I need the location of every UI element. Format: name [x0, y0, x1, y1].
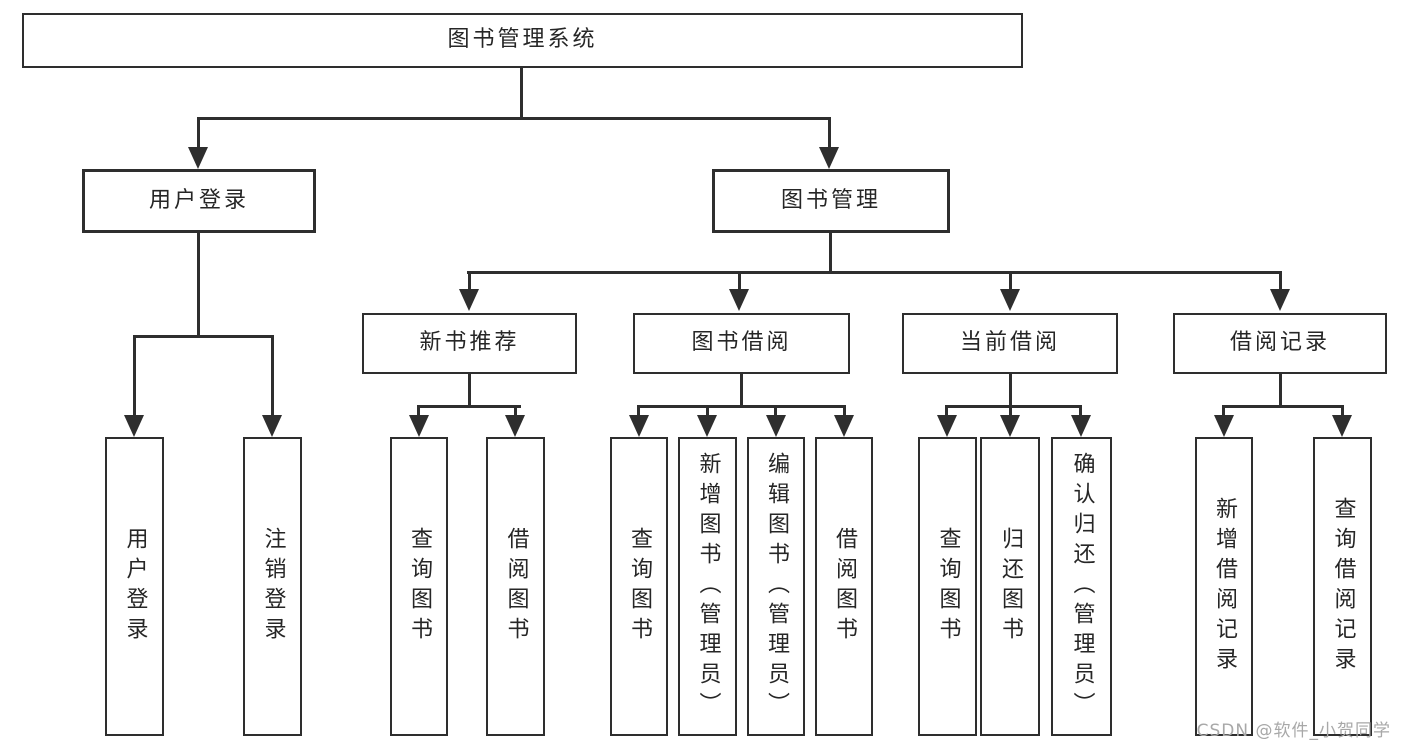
node-label: 归还图书	[998, 526, 1023, 647]
connector-segment	[843, 405, 846, 417]
arrow-down-icon	[1332, 415, 1352, 437]
arrow-down-icon	[1071, 415, 1091, 437]
node-label: 图书管理系统	[447, 27, 598, 53]
connector-segment	[197, 117, 200, 150]
node-edit-book-admin: 编辑图书（管理员）	[747, 437, 805, 736]
node-user-login-leaf: 用户登录	[105, 437, 164, 736]
connector-segment	[829, 233, 832, 274]
arrow-down-icon	[834, 415, 854, 437]
connector-segment	[1079, 405, 1082, 417]
arrow-down-icon	[459, 289, 479, 311]
connector-segment	[1009, 405, 1012, 417]
connector-segment	[637, 405, 640, 417]
node-label: 查询借阅记录	[1330, 496, 1356, 677]
connector-segment	[1222, 405, 1225, 417]
arrow-down-icon	[124, 415, 144, 437]
arrow-down-icon	[697, 415, 717, 437]
node-borrow-books-borrowing: 借阅图书	[815, 437, 873, 736]
connector-segment	[1279, 374, 1282, 408]
node-label: 注销登录	[260, 526, 286, 647]
connector-segment	[271, 335, 274, 417]
node-query-books-current: 查询图书	[918, 437, 977, 736]
node-current-borrowing: 当前借阅	[902, 313, 1118, 374]
node-query-books-recommend: 查询图书	[390, 437, 448, 736]
connector-segment	[706, 405, 709, 417]
node-query-borrow-record: 查询借阅记录	[1313, 437, 1372, 736]
arrow-down-icon	[188, 147, 208, 169]
connector-segment	[467, 271, 1282, 274]
node-add-borrow-record: 新增借阅记录	[1195, 437, 1253, 736]
node-label: 用户登录	[148, 187, 249, 213]
connector-segment	[1009, 271, 1012, 293]
node-label: 图书借阅	[691, 330, 792, 356]
connector-segment	[1222, 405, 1344, 408]
connector-segment	[133, 335, 274, 338]
node-label: 新增图书（管理员）	[695, 451, 721, 722]
node-label: 当前借阅	[959, 330, 1060, 356]
node-return-books: 归还图书	[980, 437, 1040, 736]
arrow-down-icon	[505, 415, 525, 437]
connector-segment	[1009, 374, 1012, 408]
node-library-management-system: 图书管理系统	[22, 13, 1023, 68]
node-label: 图书管理	[780, 187, 881, 213]
node-label: 新增借阅记录	[1212, 496, 1237, 677]
node-logout: 注销登录	[243, 437, 302, 736]
node-label: 借阅记录	[1229, 330, 1330, 356]
node-user-login: 用户登录	[82, 169, 316, 233]
node-borrowing-records: 借阅记录	[1173, 313, 1387, 374]
node-label: 查询图书	[627, 526, 652, 647]
node-label: 用户登录	[122, 526, 148, 647]
node-book-management: 图书管理	[712, 169, 950, 233]
arrow-down-icon	[766, 415, 786, 437]
arrow-down-icon	[1270, 289, 1290, 311]
csdn-watermark: CSDN @软件_小贺同学	[1196, 721, 1391, 741]
node-new-book-recommendation: 新书推荐	[362, 313, 577, 374]
node-label: 编辑图书（管理员）	[764, 451, 789, 722]
connector-segment	[1279, 271, 1282, 293]
arrow-down-icon	[1000, 415, 1020, 437]
node-confirm-return-admin: 确认归还（管理员）	[1051, 437, 1112, 736]
arrow-down-icon	[262, 415, 282, 437]
connector-segment	[738, 271, 741, 293]
node-book-borrowing: 图书借阅	[633, 313, 850, 374]
arrow-down-icon	[409, 415, 429, 437]
connector-segment	[197, 117, 831, 120]
connector-segment	[774, 405, 777, 417]
connector-segment	[637, 405, 846, 408]
connector-segment	[945, 405, 1082, 408]
node-label: 查询图书	[935, 526, 961, 647]
connector-segment	[945, 405, 948, 417]
arrow-down-icon	[937, 415, 957, 437]
arrow-down-icon	[629, 415, 649, 437]
connector-segment	[468, 271, 471, 293]
connector-segment	[1341, 405, 1344, 417]
connector-segment	[520, 68, 523, 118]
arrow-down-icon	[819, 147, 839, 169]
connector-segment	[417, 405, 420, 417]
arrow-down-icon	[729, 289, 749, 311]
connector-segment	[417, 405, 521, 408]
connector-segment	[197, 233, 200, 338]
node-label: 借阅图书	[503, 526, 529, 647]
node-label: 借阅图书	[832, 526, 857, 647]
connector-segment	[828, 117, 831, 150]
arrow-down-icon	[1214, 415, 1234, 437]
connector-segment	[468, 374, 471, 408]
node-label: 确认归还（管理员）	[1069, 451, 1095, 722]
arrow-down-icon	[1000, 289, 1020, 311]
node-query-books-borrowing: 查询图书	[610, 437, 668, 736]
connector-segment	[514, 405, 517, 417]
node-add-book-admin: 新增图书（管理员）	[678, 437, 737, 736]
node-label: 新书推荐	[419, 330, 520, 356]
connector-segment	[740, 374, 743, 408]
connector-segment	[133, 335, 136, 417]
node-borrow-books-recommend: 借阅图书	[486, 437, 545, 736]
node-label: 查询图书	[407, 526, 432, 647]
